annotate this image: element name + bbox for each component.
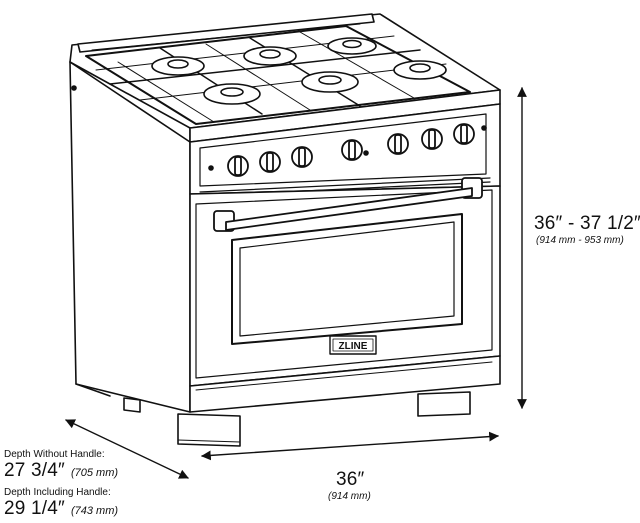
oven-door	[189, 185, 501, 387]
height-metric-label: (914 mm - 953 mm)	[536, 235, 624, 246]
burners	[151, 37, 447, 105]
brand-badge: ZLINE	[329, 335, 377, 355]
base	[123, 355, 501, 447]
rear-foot	[123, 397, 141, 413]
depth-including-handle-values: 29 1/4″ (743 mm)	[4, 499, 118, 518]
depth-including-handle-imperial: 29 1/4″	[4, 498, 65, 519]
oven-handle	[213, 177, 483, 232]
depth-without-handle-imperial: 27 3/4″	[4, 460, 65, 481]
depth-including-handle-caption: Depth Including Handle:	[4, 487, 111, 498]
depth-without-handle-caption: Depth Without Handle:	[4, 449, 105, 460]
knob-6	[421, 128, 443, 150]
front-right-foot	[417, 391, 471, 417]
depth-without-handle-metric: (705 mm)	[70, 467, 119, 479]
control-knobs	[227, 123, 475, 177]
depth-without-handle-values: 27 3/4″ (705 mm)	[4, 461, 118, 480]
width-metric-label: (914 mm)	[328, 491, 371, 502]
height-imperial-label: 36″ - 37 1/2″	[534, 213, 640, 234]
width-imperial-label: 36″	[336, 469, 365, 490]
brand-logo: ZLINE	[339, 341, 368, 352]
width-dimension-line	[201, 431, 499, 461]
knob-4	[341, 139, 363, 161]
knob-3	[291, 146, 313, 168]
knob-2	[259, 151, 281, 173]
depth-including-handle-metric: (743 mm)	[70, 505, 119, 517]
knob-5	[387, 133, 409, 155]
depth-dimension-line	[65, 419, 189, 479]
knob-7	[453, 123, 475, 145]
knob-1	[227, 155, 249, 177]
